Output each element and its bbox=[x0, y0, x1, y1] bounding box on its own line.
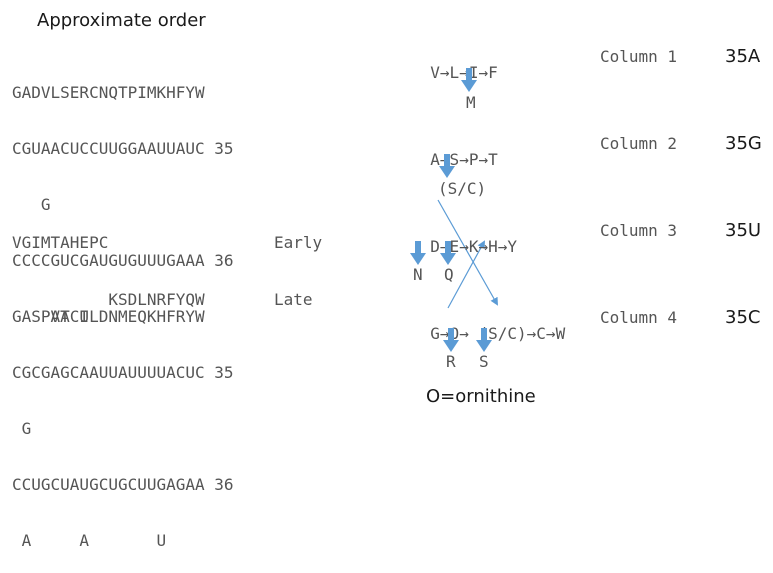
position-tag: 36 bbox=[214, 475, 234, 494]
letter-y: Y bbox=[507, 237, 518, 256]
codon-row-35: CGUAACUCCUUGGAAUUAUC 35 bbox=[12, 139, 234, 158]
down-arrow-icon bbox=[440, 241, 456, 265]
codon-row-35: CGCGAGCAAUUAUUUUACUC 35 bbox=[12, 363, 234, 382]
letter-g: G bbox=[430, 324, 440, 343]
codon-row-36: CCCCGUCGAUGUGUUUGAAA 36 bbox=[12, 251, 234, 270]
right-arrow-icon: → bbox=[439, 324, 450, 343]
right-arrow-icon: → bbox=[478, 63, 489, 82]
letter-s-c: (S/C) bbox=[478, 324, 527, 343]
amino-acid-order-row: GADVLSERCNQTPIMKHFYW bbox=[12, 83, 205, 102]
letter-o: O bbox=[449, 324, 460, 343]
down-arrow-icon bbox=[443, 328, 459, 352]
letter-t: T bbox=[488, 150, 498, 169]
letter-s: S bbox=[479, 352, 489, 371]
letter-a: A bbox=[430, 150, 440, 169]
right-arrow-icon: → bbox=[478, 237, 489, 256]
variant-row: G bbox=[12, 419, 32, 438]
letter-m: M bbox=[466, 93, 476, 112]
letter-w: W bbox=[555, 324, 566, 343]
column-4-label: Column 4 bbox=[600, 308, 678, 327]
letter-e: E bbox=[449, 237, 460, 256]
letter-r: R bbox=[446, 352, 456, 371]
position-tag: 35 bbox=[214, 363, 234, 382]
position-tag: 35 bbox=[214, 139, 234, 158]
right-arrow-icon: → bbox=[459, 63, 469, 82]
heading: Approximate order bbox=[37, 10, 206, 31]
down-arrow-icon bbox=[476, 328, 492, 352]
letter-q: Q bbox=[444, 265, 454, 284]
connector-arrow-o-to-k bbox=[447, 240, 485, 309]
letter-f: F bbox=[488, 63, 498, 82]
letter-l: L bbox=[449, 63, 460, 82]
letter-s-c: (S/C) bbox=[438, 179, 487, 198]
ornithine-note: O=ornithine bbox=[426, 386, 536, 407]
letter-k: K bbox=[468, 237, 479, 256]
row-column-3: D→E→K→H→Y bbox=[411, 223, 517, 255]
down-arrow-icon bbox=[439, 154, 455, 178]
connector-arrow-s-c-to-col4 bbox=[437, 199, 498, 306]
early-label: Early bbox=[274, 233, 323, 252]
letter-v: V bbox=[430, 63, 440, 82]
down-arrow-icon bbox=[410, 241, 426, 265]
letter-d: D bbox=[430, 237, 440, 256]
right-arrow-icon: → bbox=[439, 237, 450, 256]
row-column-1: V→L→I→F bbox=[411, 49, 498, 82]
right-arrow-icon: → bbox=[478, 150, 489, 169]
column-1-label: Column 1 bbox=[600, 47, 678, 66]
right-arrow-icon: → bbox=[459, 237, 469, 256]
column-3-label: Column 3 bbox=[600, 221, 678, 240]
down-arrow-icon bbox=[461, 68, 477, 92]
late-label: Late bbox=[274, 290, 313, 309]
arrow-overlay bbox=[437, 199, 498, 309]
right-arrow-icon: → bbox=[526, 324, 537, 343]
variant-row: AA U bbox=[12, 307, 90, 326]
right-arrow-icon: → bbox=[545, 324, 556, 343]
position-tag: 36 bbox=[214, 251, 234, 270]
letter-n: N bbox=[413, 265, 423, 284]
row-column-4: G→O→ (S/C)→C→W bbox=[411, 310, 565, 342]
letter-i: I bbox=[468, 63, 479, 82]
code-35u: 35U bbox=[725, 220, 762, 241]
right-arrow-icon: → bbox=[459, 150, 469, 169]
letter-h: H bbox=[488, 237, 498, 256]
right-arrow-icon: → bbox=[439, 63, 450, 82]
codon-row-36: CCUGCUAUGCUGCUUGAGAA 36 bbox=[12, 475, 234, 494]
letter-s: S bbox=[449, 150, 460, 169]
sequence-block-1: GADVLSERCNQTPIMKHFYW CGUAACUCCUUGGAAUUAU… bbox=[12, 53, 234, 349]
right-arrow-icon: → bbox=[497, 237, 508, 256]
letter-p: P bbox=[468, 150, 479, 169]
code-35a: 35A bbox=[725, 46, 761, 67]
code-35c: 35C bbox=[725, 307, 761, 328]
column-2-label: Column 2 bbox=[600, 134, 678, 153]
variant-row: A A U bbox=[12, 531, 167, 550]
code-35g: 35G bbox=[725, 133, 762, 154]
variant-row: G bbox=[12, 195, 51, 214]
right-arrow-icon: → bbox=[459, 324, 469, 343]
amino-acid-order-row: GASPVTCILDNMEQKHFRYW bbox=[12, 307, 205, 326]
letter-c: C bbox=[536, 324, 546, 343]
